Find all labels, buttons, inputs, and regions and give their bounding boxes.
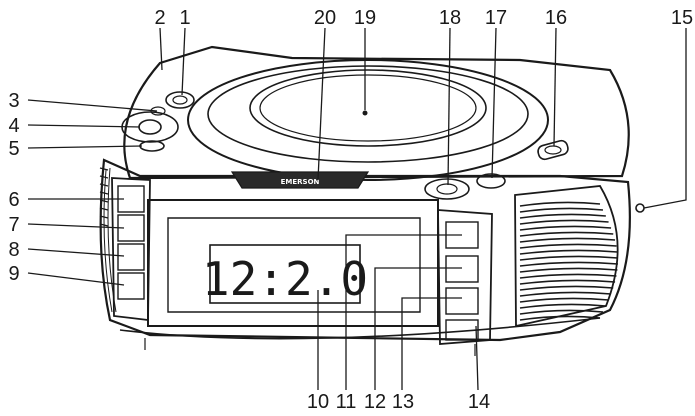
grille-slat xyxy=(519,249,618,255)
callout-4: 4 xyxy=(8,115,19,137)
grille-slat xyxy=(519,303,606,309)
side-vent-slat xyxy=(99,191,109,195)
callout-12: 12 xyxy=(364,391,386,413)
button-16 xyxy=(537,139,569,161)
button-18 xyxy=(424,178,470,200)
grille-slat xyxy=(519,273,617,279)
button-4 xyxy=(138,119,162,135)
callout-17: 17 xyxy=(485,7,507,29)
callout-13: 13 xyxy=(392,391,414,413)
side-vent-slat xyxy=(99,199,109,203)
callout-1: 1 xyxy=(179,7,190,29)
grille-slat xyxy=(519,219,609,225)
grille-slat xyxy=(519,291,612,297)
grille-slat xyxy=(519,243,617,249)
callout-10: 10 xyxy=(307,391,329,413)
grille-slat xyxy=(519,285,614,291)
grille-slat xyxy=(519,201,601,207)
callout-6: 6 xyxy=(8,189,19,211)
top-left-controls xyxy=(121,91,195,152)
top-right-controls xyxy=(424,139,569,200)
grille-slat xyxy=(519,237,616,243)
callout-18: 18 xyxy=(439,7,461,29)
callout-15: 15 xyxy=(671,7,693,29)
button-12 xyxy=(445,255,479,283)
button-17 xyxy=(476,173,506,189)
grille-slat xyxy=(519,279,616,285)
right-buttons xyxy=(437,209,493,345)
grille-slat xyxy=(519,255,619,261)
side-vent-slat xyxy=(99,167,109,171)
grille-slat xyxy=(519,225,612,231)
button-8 xyxy=(117,243,145,271)
side-vent-slat xyxy=(99,175,109,179)
callout-5: 5 xyxy=(8,138,19,160)
device-body xyxy=(99,45,631,356)
side-vent-slat xyxy=(99,183,109,187)
cd-lid xyxy=(187,59,549,181)
side-vent-slat xyxy=(99,223,109,227)
button-9 xyxy=(117,272,145,300)
grille-slat xyxy=(519,297,609,303)
callout-7: 7 xyxy=(8,214,19,236)
jack-15 xyxy=(635,203,645,213)
button-14 xyxy=(445,319,479,341)
grille-slat xyxy=(519,207,604,213)
grille-slat xyxy=(519,315,601,321)
button-1 xyxy=(165,91,195,109)
side-vent-slat xyxy=(99,215,109,219)
leader-lines xyxy=(27,27,687,391)
grille-slat xyxy=(519,267,618,273)
button-13 xyxy=(445,287,479,315)
lcd-window xyxy=(209,244,361,304)
callout-19: 19 xyxy=(354,7,376,29)
side-vent-slat xyxy=(99,207,109,211)
callout-14: 14 xyxy=(468,391,490,413)
callout-20: 20 xyxy=(314,7,336,29)
brand-text: EMERSON xyxy=(281,178,320,186)
grille-slat xyxy=(519,213,606,219)
callout-16: 16 xyxy=(545,7,567,29)
display-panel: 12:2.0 xyxy=(147,199,439,327)
grille-slat xyxy=(519,309,604,315)
grille-slat xyxy=(519,231,614,237)
callout-labels: 1 2 3 4 5 6 7 8 9 10 11 12 13 14 15 16 1… xyxy=(8,7,693,413)
speaker-grille xyxy=(514,185,619,328)
callout-8: 8 xyxy=(8,239,19,261)
left-side-vents xyxy=(99,167,109,227)
callout-2: 2 xyxy=(154,7,165,29)
callout-9: 9 xyxy=(8,263,19,285)
brand-plate: EMERSON xyxy=(230,171,370,189)
grille-slat xyxy=(519,261,619,267)
lcd-time: 12:2.0 xyxy=(202,252,368,306)
callout-3: 3 xyxy=(8,90,19,112)
callout-11: 11 xyxy=(336,391,357,413)
